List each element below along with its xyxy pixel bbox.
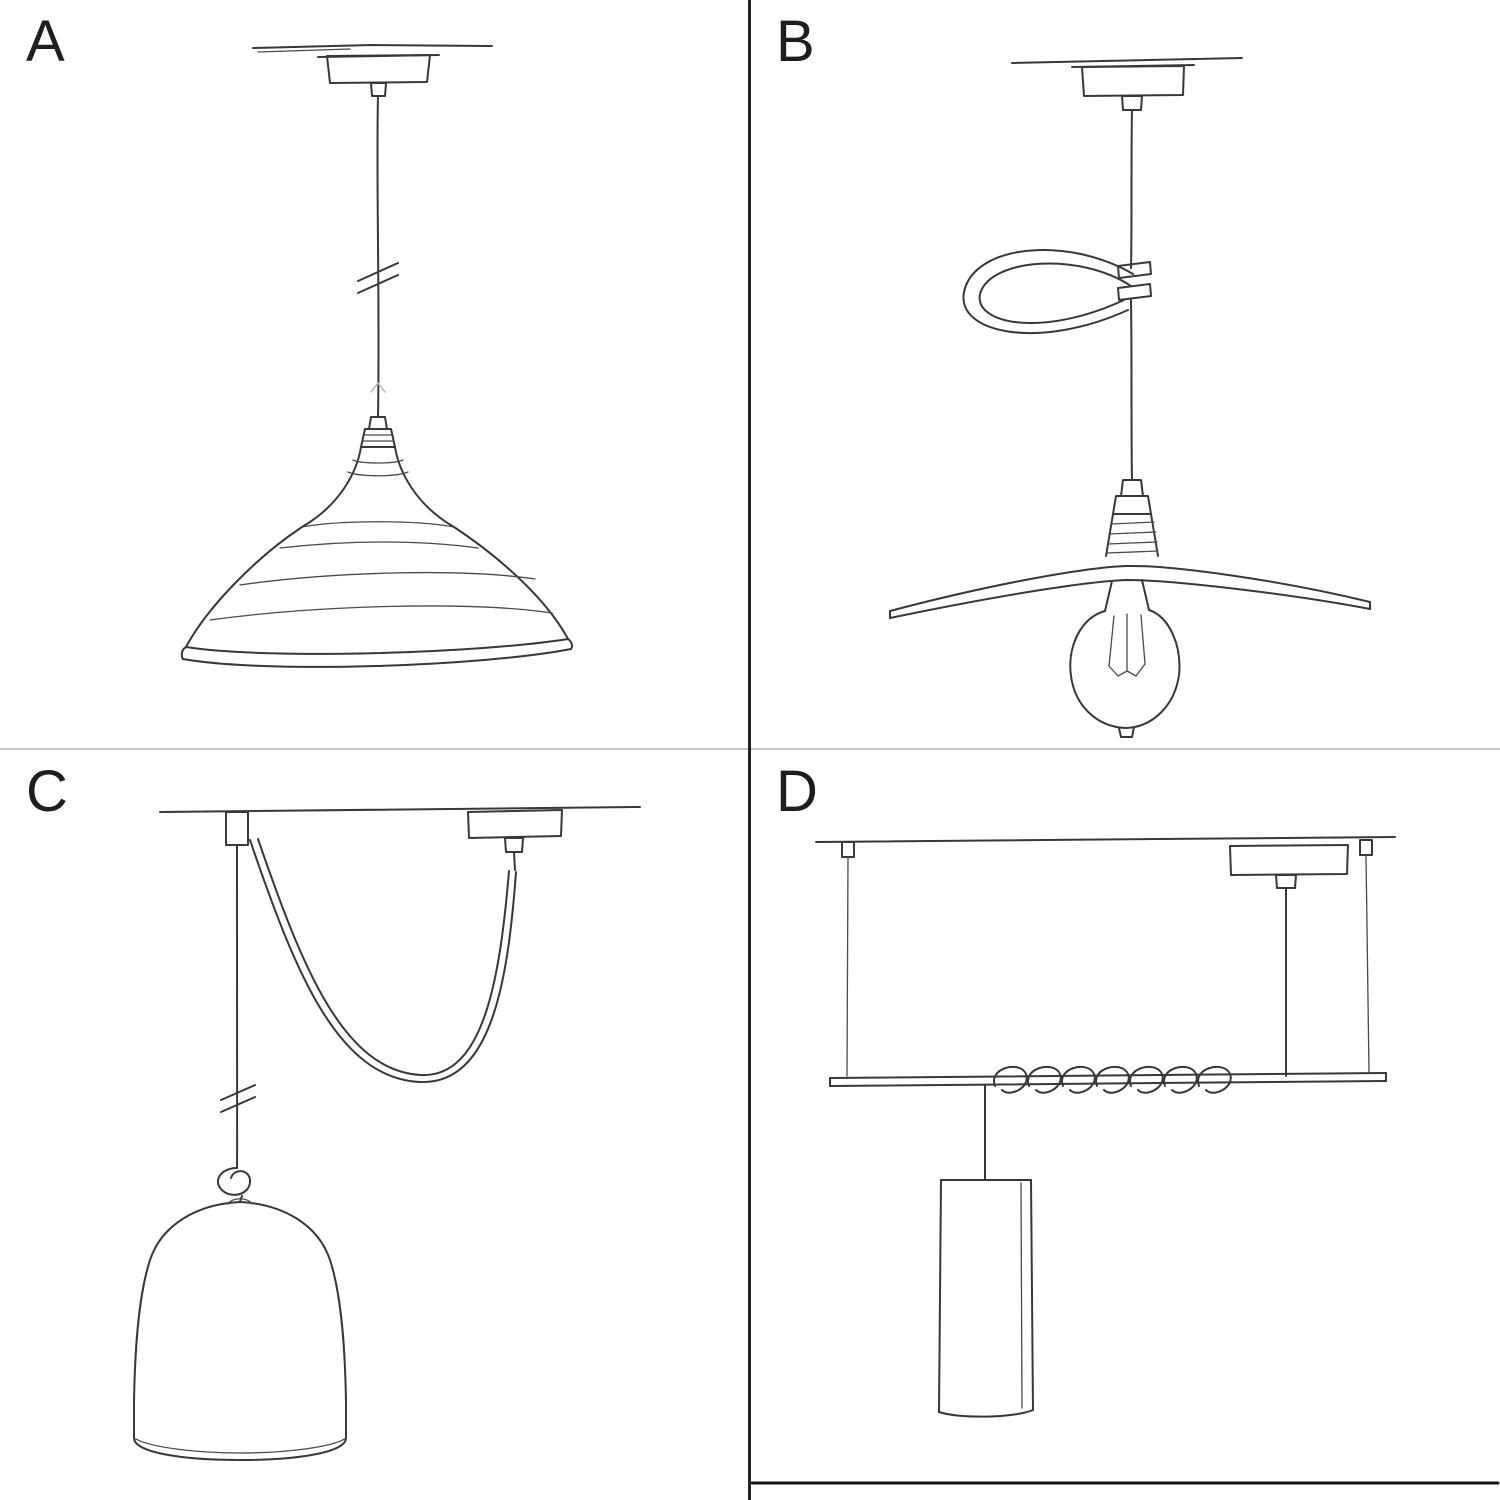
pendant-bowl-shade-icon [180,44,573,668]
cable-loop-clip [962,249,1152,335]
panel-d: D [750,750,1500,1500]
ceiling-rose [317,54,440,97]
swag-cable [249,838,517,1084]
pendant-cable [1130,109,1133,481]
ceiling-line [1011,57,1243,64]
bar-pendant-tube-shade-icon [750,836,1500,1485]
ceiling-rose [467,809,563,871]
panel-a: A [0,0,750,750]
flat-dish-shade [889,564,1371,619]
panel-b-label: B [776,9,816,74]
left-hanger-wire [841,841,855,1077]
bowl-shade [180,446,573,668]
coiled-cable [993,1065,1232,1094]
vertical-divider [748,0,751,1500]
lamp-holder [360,416,396,448]
right-hanger-wire [1359,839,1373,1073]
cable-knot [217,1167,252,1203]
suspension-bar [829,1072,1387,1087]
pendant-cable [357,95,399,418]
ceiling-rose [1071,64,1195,111]
ceiling-rose [1229,844,1349,1077]
panel-b: B [750,0,1500,750]
swag-pendant-bell-shade-icon [133,806,641,1461]
ceiling-line [252,44,493,53]
panel-a-label: A [26,9,66,74]
panel-c: C [0,750,750,1500]
tube-shade [938,1179,1034,1418]
light-bulb [1069,579,1181,738]
lamp-holder [1105,479,1159,557]
panel-d-label: D [776,759,819,824]
bell-shade [133,1198,347,1461]
ceiling-line [815,836,1396,843]
panel-c-label: C [26,759,69,824]
drop-cable [220,844,256,1169]
pendant-flat-dish-shade-icon [889,57,1371,738]
